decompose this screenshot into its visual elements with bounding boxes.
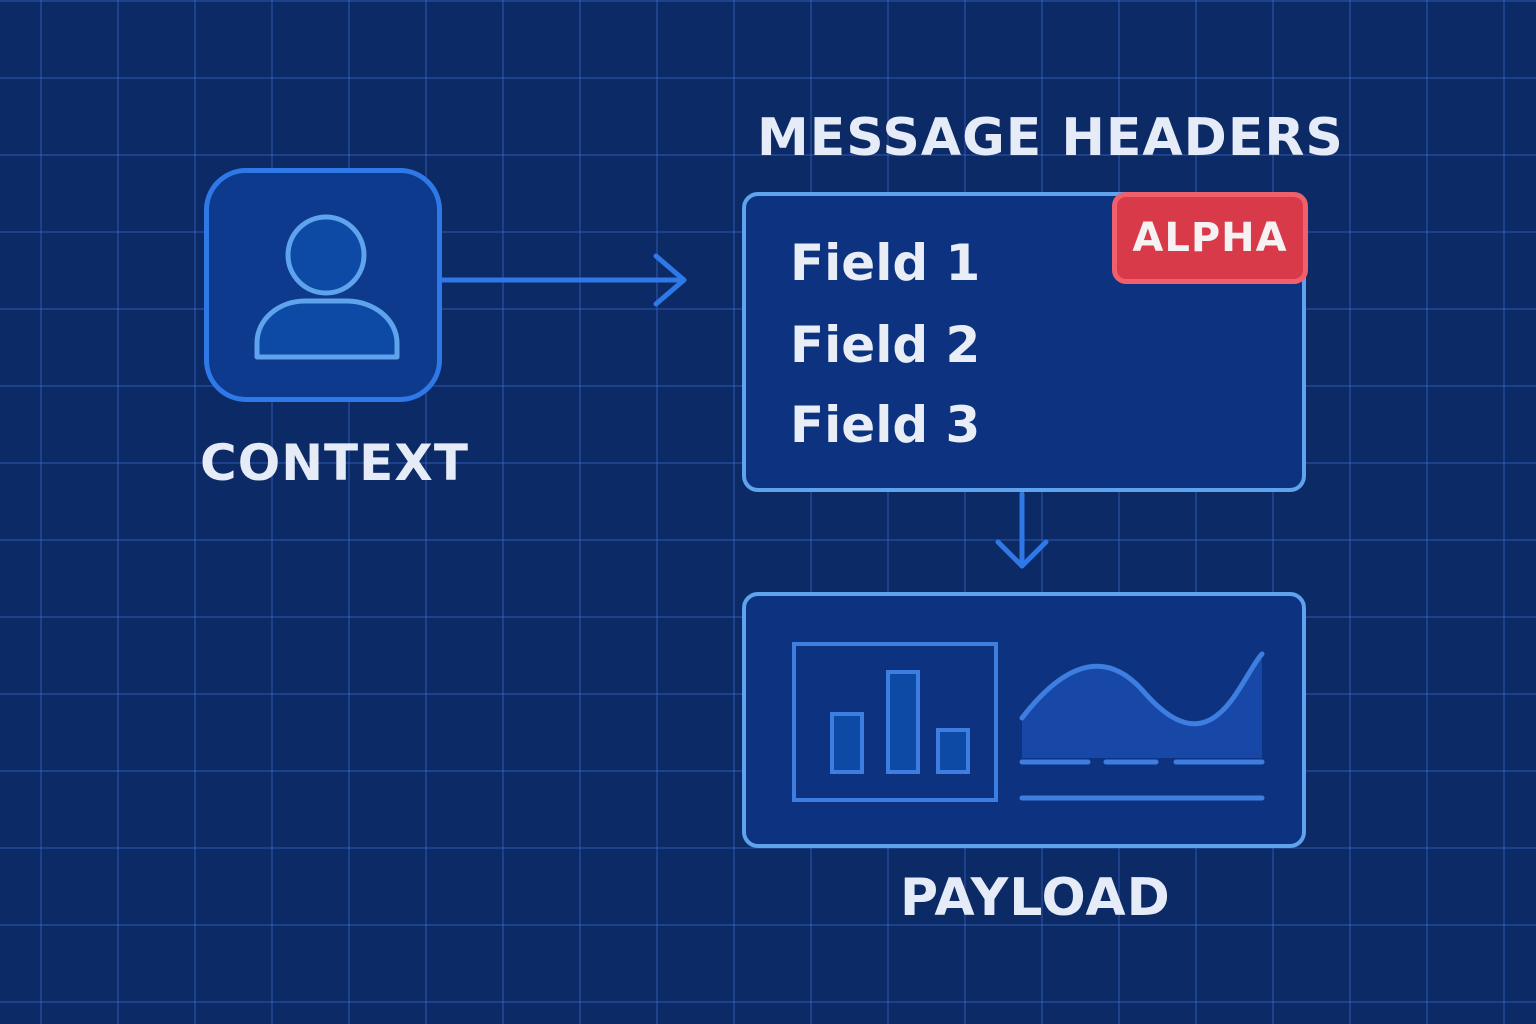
bar-chart-icon (792, 642, 998, 802)
headers-to-payload-arrow (995, 491, 1049, 569)
payload-graphics (792, 642, 1265, 802)
payload-label: PAYLOAD (900, 868, 1171, 928)
context-node (204, 168, 442, 402)
context-label: CONTEXT (200, 434, 469, 492)
header-field-1: Field 1 (790, 234, 981, 292)
header-field-3: Field 3 (790, 396, 981, 454)
header-field-2: Field 2 (790, 316, 981, 374)
alpha-badge: ALPHA (1112, 192, 1308, 284)
headers-title: MESSAGE HEADERS (757, 108, 1344, 168)
user-icon (254, 214, 400, 360)
context-to-headers-arrow (439, 253, 687, 307)
payload-node (742, 592, 1306, 848)
area-chart-icon (1019, 651, 1265, 801)
